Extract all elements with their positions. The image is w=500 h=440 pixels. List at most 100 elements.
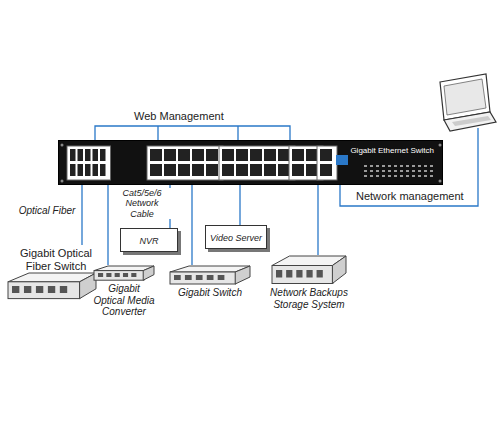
device-name: Gigabit Switch [168, 287, 252, 299]
port [278, 164, 290, 176]
led [382, 165, 385, 167]
device-name: Gigabit Optical Media Converter [92, 283, 156, 318]
device-port [196, 275, 203, 280]
connector [191, 185, 192, 265]
device-label: Gigabit Ethernet Switch [350, 146, 434, 155]
port [250, 164, 262, 176]
led [400, 175, 403, 177]
port-block [317, 146, 337, 180]
port [278, 149, 290, 161]
led [364, 175, 367, 177]
port [164, 164, 176, 176]
rack-screw [439, 144, 442, 147]
port [236, 164, 248, 176]
port-block [147, 146, 223, 180]
connector [107, 185, 108, 265]
led [370, 165, 373, 167]
port [70, 164, 76, 176]
web-management-bracket [95, 126, 290, 140]
led [394, 170, 397, 172]
device-name: Gigabit Optical Fiber Switch [6, 247, 106, 272]
rack-screw [61, 144, 64, 147]
device-port [12, 286, 19, 293]
device-port [106, 273, 111, 277]
device-box: Video Server [205, 225, 267, 249]
led [382, 170, 385, 172]
port [192, 149, 204, 161]
led [364, 170, 367, 172]
led [430, 170, 433, 172]
device-side [332, 256, 346, 284]
device: Gigabit Optical Fiber Switch [6, 245, 106, 300]
device-port [24, 286, 31, 293]
port [222, 149, 234, 161]
device-port [296, 270, 302, 278]
device-port [115, 273, 120, 277]
led [424, 165, 427, 167]
connector [81, 185, 82, 245]
device-port [306, 270, 312, 278]
device-drawing [270, 255, 348, 285]
device: Network Backups Storage System [270, 255, 348, 310]
edge-label: Optical Fiber [14, 205, 80, 217]
led [424, 175, 427, 177]
device-port [286, 270, 292, 278]
rack-screw [439, 180, 442, 183]
port [306, 149, 318, 161]
device-drawing [168, 265, 252, 285]
port [164, 149, 176, 161]
led [400, 170, 403, 172]
led [394, 175, 397, 177]
led [370, 170, 373, 172]
laptop [440, 74, 496, 131]
port [292, 149, 304, 161]
port [292, 164, 304, 176]
led [418, 165, 421, 167]
port [306, 164, 318, 176]
device-side [235, 266, 250, 284]
led [412, 170, 415, 172]
console-port [336, 155, 348, 165]
port [93, 164, 99, 176]
led [388, 175, 391, 177]
led [388, 165, 391, 167]
port [222, 164, 234, 176]
port [206, 149, 218, 161]
led [364, 165, 367, 167]
device-port [123, 273, 128, 277]
led [412, 175, 415, 177]
port [78, 164, 84, 176]
port [206, 164, 218, 176]
led [376, 175, 379, 177]
device-port [98, 273, 103, 277]
rack-screw [61, 180, 64, 183]
connector [239, 185, 240, 225]
port [100, 164, 106, 176]
device-side [143, 266, 154, 280]
device-name: NVR [125, 236, 173, 246]
port [150, 164, 162, 176]
device-port [131, 273, 136, 277]
port [100, 149, 106, 161]
annotation: Network management [354, 190, 466, 202]
port [264, 149, 276, 161]
device-port [174, 275, 181, 280]
device-front [94, 271, 144, 281]
led [406, 170, 409, 172]
device-port [218, 275, 225, 280]
connector [317, 185, 318, 255]
led [382, 175, 385, 177]
port [264, 164, 276, 176]
led [406, 165, 409, 167]
port [320, 149, 332, 161]
port [178, 164, 190, 176]
port [320, 164, 332, 176]
port [192, 164, 204, 176]
led [376, 170, 379, 172]
led [412, 165, 415, 167]
led [424, 170, 427, 172]
port [85, 164, 91, 176]
led [400, 165, 403, 167]
